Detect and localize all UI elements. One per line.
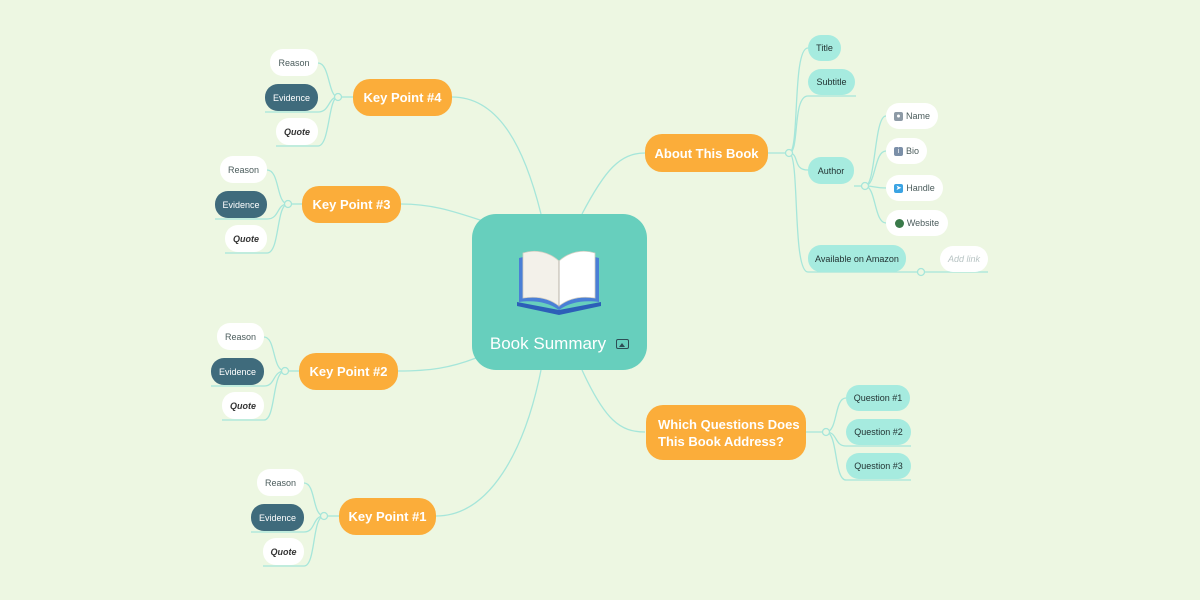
key-point-1-quote[interactable]: Quote: [263, 538, 304, 565]
central-title-row: Book Summary: [489, 334, 630, 354]
central-title: Book Summary: [489, 334, 607, 353]
question-1-node[interactable]: Question #1: [846, 385, 910, 411]
key-point-3-node[interactable]: Key Point #3: [302, 186, 401, 223]
author-bio-label: Bio: [905, 146, 919, 156]
key-point-1-node[interactable]: Key Point #1: [339, 498, 436, 535]
central-topic[interactable]: Book Summary: [472, 214, 647, 370]
person-icon: ●: [893, 111, 903, 121]
key-point-2-node[interactable]: Key Point #2: [299, 353, 398, 390]
info-icon: i: [893, 146, 903, 156]
key-point-2-quote[interactable]: Quote: [222, 392, 264, 419]
key-point-4-node[interactable]: Key Point #4: [353, 79, 452, 116]
author-handle-label: Handle: [906, 183, 935, 193]
question-3-node[interactable]: Question #3: [846, 453, 911, 479]
author-name-node[interactable]: ●Name: [886, 103, 938, 129]
author-name-label: Name: [905, 111, 930, 121]
open-book-icon: [517, 250, 601, 315]
key-point-1-evidence[interactable]: Evidence: [251, 504, 304, 531]
author-handle-node[interactable]: ➤Handle: [886, 175, 943, 201]
subtitle-node[interactable]: Subtitle: [808, 69, 855, 95]
key-point-3-evidence[interactable]: Evidence: [215, 191, 267, 218]
key-point-2-reason[interactable]: Reason: [217, 323, 264, 350]
author-website-label: Website: [906, 218, 940, 228]
author-website-node[interactable]: Website: [886, 210, 948, 236]
key-point-4-quote[interactable]: Quote: [276, 118, 318, 145]
image-icon[interactable]: [616, 339, 630, 349]
key-point-3-reason[interactable]: Reason: [220, 156, 267, 183]
question-2-node[interactable]: Question #2: [846, 419, 911, 445]
key-point-1-reason[interactable]: Reason: [257, 469, 304, 496]
which-questions-node[interactable]: Which Questions Does This Book Address?: [646, 405, 806, 460]
twitter-icon: ➤: [894, 183, 904, 193]
key-point-2-evidence[interactable]: Evidence: [211, 358, 264, 385]
key-point-4-evidence[interactable]: Evidence: [265, 84, 318, 111]
title-node[interactable]: Title: [808, 35, 841, 61]
key-point-4-reason[interactable]: Reason: [270, 49, 318, 76]
key-point-3-quote[interactable]: Quote: [225, 225, 267, 252]
globe-icon: [894, 218, 904, 228]
author-node[interactable]: Author: [808, 157, 854, 184]
add-link-placeholder[interactable]: Add link: [940, 246, 988, 272]
available-on-amazon-node[interactable]: Available on Amazon: [808, 245, 906, 272]
about-this-book-node[interactable]: About This Book: [645, 134, 768, 172]
